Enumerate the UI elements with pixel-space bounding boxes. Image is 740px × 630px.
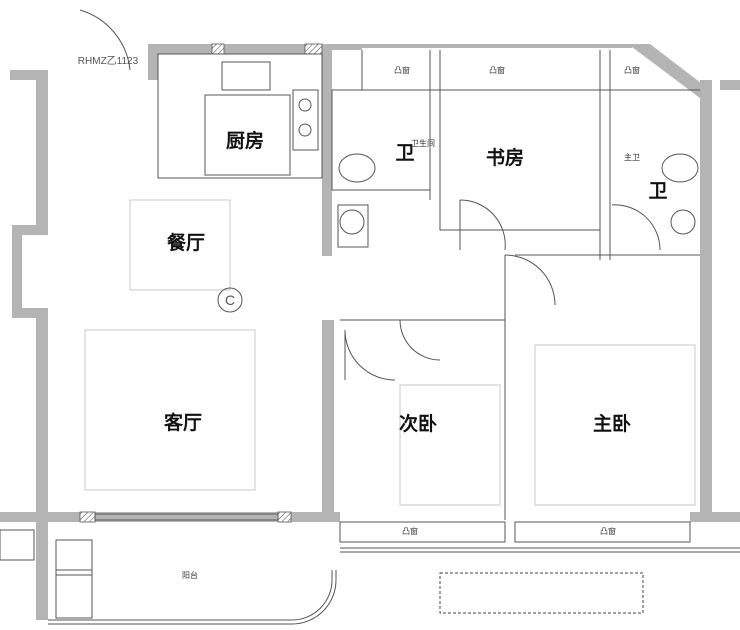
room-dining: 餐厅 — [167, 231, 205, 254]
room-bath-2: 卫 — [648, 180, 667, 202]
room-balcony: 阳台 — [182, 570, 198, 580]
bay-window-label: 凸窗 — [600, 526, 616, 536]
master-bath-tag: 主卫 — [624, 152, 640, 162]
room-kitchen: 厨房 — [226, 129, 264, 152]
room-bath-1: 卫 — [395, 142, 414, 164]
labels: RHMZ乙1123 厨房 卫 书房 卫 餐厅 客厅 次卧 主卧 阳台 凸窗 凸窗… — [78, 55, 668, 580]
interior-lines — [0, 9, 740, 625]
door-code: RHMZ乙1123 — [78, 55, 139, 67]
room-second-bedroom: 次卧 — [399, 412, 437, 435]
bay-window-label: 凸窗 — [402, 526, 418, 536]
bay-window-label: 凸窗 — [624, 65, 640, 75]
room-master-bedroom: 主卧 — [593, 413, 631, 435]
room-study: 书房 — [486, 146, 524, 169]
marker-circle-icon — [217, 287, 243, 313]
walls — [0, 43, 740, 620]
bath-tag: 卫生间 — [411, 138, 435, 148]
bay-window-label: 凸窗 — [489, 65, 505, 75]
marker-label: C — [225, 292, 235, 308]
bay-window-label: 凸窗 — [394, 65, 410, 75]
room-living: 客厅 — [164, 411, 202, 434]
